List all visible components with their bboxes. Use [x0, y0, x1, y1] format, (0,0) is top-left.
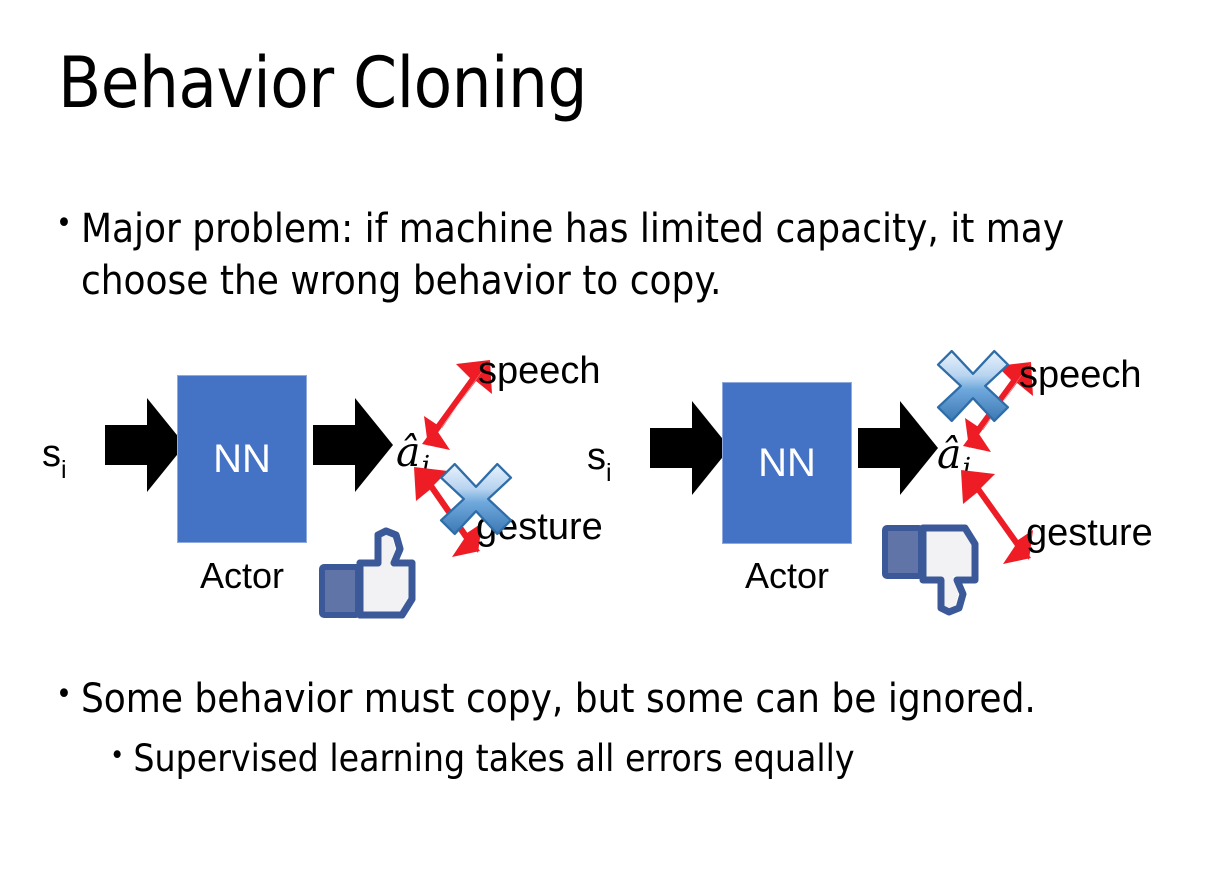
list-item: • Major problem: if machine has limited … [56, 203, 1106, 308]
bullet-bottom-level2: • Supervised learning takes all errors e… [110, 736, 1170, 782]
list-item: • Some behavior must copy, but some can … [56, 674, 1166, 724]
branch-label-speech-right: speech [1019, 354, 1142, 396]
branch-label-gesture-right: gesture [1026, 512, 1153, 554]
cross-out-icon-speech-right [935, 348, 1011, 429]
feedback-thumbs-down-icon [879, 520, 983, 621]
feedback-thumbs-up-icon [316, 527, 420, 626]
action-subscript: i [962, 453, 972, 484]
bullet-bottom-level2-text: Supervised learning takes all errors equ… [133, 737, 855, 780]
nn-label: NN [758, 441, 816, 485]
diagram-right: si NN Actor âi [545, 330, 1153, 630]
state-label-right: si [587, 436, 612, 485]
output-arrow-icon [858, 398, 938, 503]
input-arrow-icon [105, 395, 185, 500]
state-label-left: si [42, 433, 67, 482]
page-title: Behavior Cloning [58, 42, 587, 124]
branch-arrow-gesture-right [953, 468, 1053, 573]
bullet-top-text: Major problem: if machine has limited ca… [80, 206, 1065, 305]
bullet-top: • Major problem: if machine has limited … [56, 203, 1106, 308]
nn-box-right: NN [722, 382, 852, 544]
bullet-marker-icon: • [56, 677, 72, 712]
cross-out-icon-gesture-left [438, 461, 514, 542]
state-symbol: s [587, 436, 606, 478]
nn-box-left: NN [177, 375, 307, 543]
state-subscript: i [61, 455, 67, 484]
state-subscript: i [606, 458, 612, 487]
branch-arrow-speech-left [404, 354, 496, 459]
bullet-marker-icon: • [110, 740, 125, 771]
actor-label-right: Actor [744, 555, 830, 596]
actor-label-left: Actor [199, 555, 285, 596]
bullet-bottom-level1-text: Some behavior must copy, but some can be… [80, 676, 1036, 722]
bullet-bottom-level1: • Some behavior must copy, but some can … [56, 674, 1166, 724]
bullet-marker-icon: • [56, 206, 72, 241]
output-arrow-icon [313, 395, 393, 500]
action-label-right: âi [937, 434, 971, 483]
diagram-left: si NN Actor âi [0, 330, 603, 630]
state-symbol: s [42, 433, 61, 475]
action-symbol: â [937, 430, 962, 478]
nn-label: NN [213, 437, 271, 481]
action-label-left: âi [396, 432, 430, 481]
action-symbol: â [396, 428, 421, 476]
branch-arrow-gesture-left [406, 465, 498, 565]
branch-label-speech-left: speech [478, 350, 601, 392]
list-item: • Supervised learning takes all errors e… [110, 736, 1170, 782]
action-subscript: i [421, 451, 431, 482]
input-arrow-icon [650, 398, 730, 503]
